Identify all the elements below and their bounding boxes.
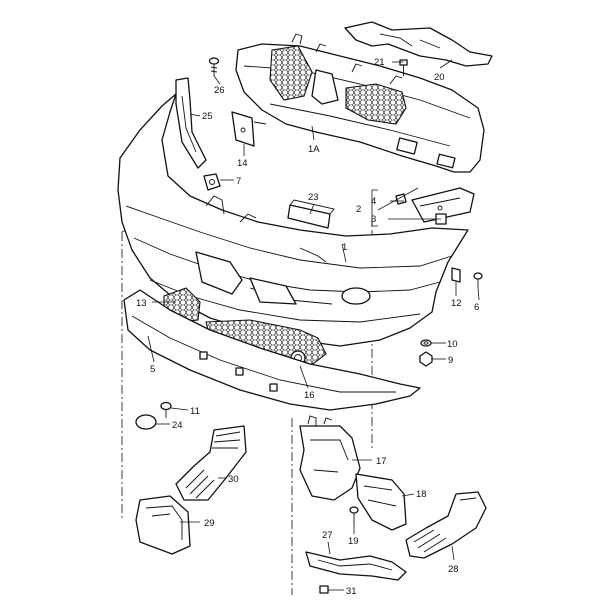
- part-1a-bumper-carrier: [235, 33, 485, 173]
- callout-21: 21: [374, 57, 385, 68]
- part-28-right-duct: [405, 491, 487, 559]
- callout-17: 17: [376, 456, 387, 467]
- callout-20: 20: [434, 72, 445, 83]
- callout-26: 26: [214, 85, 225, 96]
- callout-11: 11: [190, 406, 200, 417]
- callout-3: 3: [371, 214, 376, 225]
- part-18-lower-liner: [355, 473, 407, 531]
- callout-31: 31: [346, 586, 357, 597]
- part-19-screw: [349, 506, 359, 524]
- part-26-bolt: [208, 57, 220, 76]
- callout-25: 25: [202, 111, 213, 122]
- callout-labels: 1A 1 2 3 4 5 6 7 9 10 11 12 13 14 16 17 …: [136, 57, 479, 597]
- part-27-lower-bracket: [305, 551, 407, 581]
- callout-16: 16: [304, 390, 315, 401]
- part-10-washer: [420, 339, 432, 347]
- callout-6: 6: [474, 302, 479, 313]
- callout-24: 24: [172, 420, 183, 431]
- callout-28: 28: [448, 564, 459, 575]
- callout-1: 1: [342, 242, 347, 253]
- callout-27: 27: [322, 530, 333, 541]
- part-12-clip: [451, 267, 461, 283]
- part-30-air-duct: [175, 425, 247, 501]
- part-9-nut: [419, 351, 433, 367]
- callout-19: 19: [348, 536, 359, 547]
- callout-18: 18: [416, 489, 427, 500]
- callout-23: 23: [308, 192, 319, 203]
- callout-4: 4: [371, 196, 376, 207]
- callout-13: 13: [136, 298, 147, 309]
- part-21-screw: [399, 59, 408, 76]
- callout-10: 10: [447, 339, 458, 350]
- part-2-bracket-assembly: [371, 187, 475, 227]
- part-17-liner: [299, 415, 361, 501]
- callout-5: 5: [150, 364, 155, 375]
- part-29-duct-end: [135, 495, 191, 555]
- callout-30: 30: [228, 474, 239, 485]
- part-14-bracket: [231, 111, 267, 147]
- callout-14: 14: [237, 158, 248, 169]
- part-11-screw: [160, 401, 172, 418]
- part-24-cap: [135, 414, 157, 430]
- callout-1a: 1A: [308, 144, 320, 155]
- part-7-clip: [203, 173, 221, 191]
- callout-7: 7: [236, 176, 241, 187]
- callout-29: 29: [204, 518, 215, 529]
- callout-2: 2: [356, 204, 361, 215]
- callout-9: 9: [448, 355, 453, 366]
- callout-12: 12: [451, 298, 462, 309]
- leader-lines: [147, 59, 480, 591]
- part-25-side-bracket: [175, 77, 207, 169]
- part-5-spoiler: [123, 289, 421, 411]
- part-6-bolt: [473, 272, 483, 288]
- part-31-clip: [319, 585, 329, 594]
- part-20-upper-cover: [344, 21, 493, 67]
- part-23-pad: [287, 199, 335, 229]
